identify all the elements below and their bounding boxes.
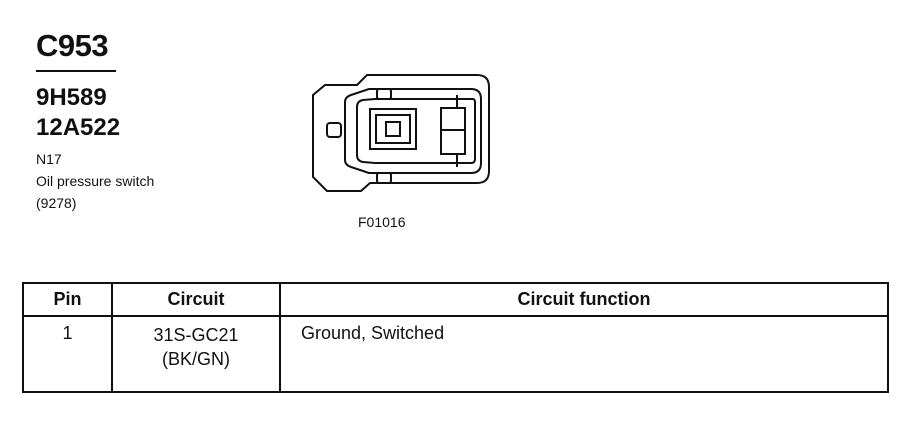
terminal-middle [375,114,411,144]
component-description: Oil pressure switch [36,173,155,189]
pinout-table: Pin Circuit Circuit function 1 31S-GC21 … [22,282,889,393]
header-circuit-function: Circuit function [279,282,889,317]
circuit-number: 31S-GC21 [153,325,239,345]
key-tab-left [326,122,342,138]
header-circuit: Circuit [111,282,281,317]
locating-tab-top [376,88,392,100]
terminal-outer [369,108,417,150]
terminal-cavity [356,98,476,164]
location-code: N17 [36,151,62,167]
title-underline [36,70,116,72]
wire-color: (BK/GN) [161,349,230,369]
locating-tab-bottom [376,172,392,184]
header-pin: Pin [22,282,113,317]
cell-circuit: 31S-GC21 (BK/GN) [111,315,281,393]
terminal-pin [385,121,401,137]
housing-outline [312,74,490,192]
connector-face-diagram [312,74,490,192]
inner-body-outline [344,88,482,174]
component-number: (9278) [36,195,77,211]
connector-id: C953 [36,28,109,63]
cell-pin: 1 [22,315,113,393]
table-row: 1 31S-GC21 (BK/GN) Ground, Switched [22,315,889,393]
figure-label: F01016 [358,214,406,230]
table-header-row: Pin Circuit Circuit function [22,282,889,317]
part-number-1: 9H589 [36,84,107,111]
part-number-2: 12A522 [36,114,121,141]
cell-circuit-function: Ground, Switched [279,315,889,393]
